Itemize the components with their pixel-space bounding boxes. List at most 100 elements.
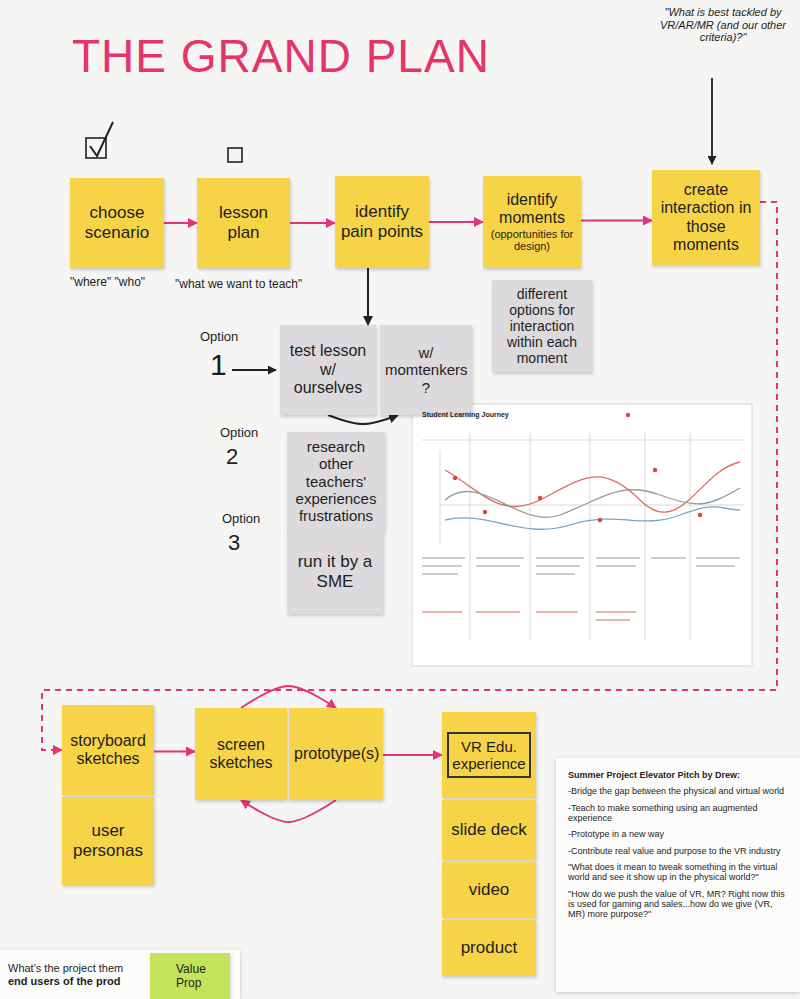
node-text: VR Edu. experience — [447, 732, 531, 779]
chart-dot — [698, 513, 702, 517]
slide-deck-sticky: slide deck — [442, 800, 536, 860]
node-subtext: -Teach to make something using an augmen… — [568, 803, 788, 824]
lesson-sticky: lesson plan — [197, 178, 290, 268]
chart-dot — [598, 518, 602, 522]
journey-curve — [445, 488, 740, 517]
handwritten-label: "where" "who" — [70, 276, 160, 290]
text-stroke — [476, 565, 520, 566]
handwritten-label: 3 — [228, 530, 250, 555]
prototype-sticky: prototype(s) — [289, 708, 383, 800]
node-text: choose scenario — [75, 203, 159, 242]
chart-column — [590, 432, 591, 640]
chart-column — [645, 432, 646, 640]
board-title: THE GRAND PLAN — [72, 30, 490, 83]
node-text: Summer Project Elevator Pitch by Drew: — [568, 770, 788, 780]
node-subtext: "How do we push the value of VR, MR? Rig… — [568, 889, 788, 920]
chart-dot — [653, 468, 657, 472]
label-wrap: 3 — [228, 530, 250, 555]
chart-axis — [440, 505, 744, 506]
node-subtext: "What does it mean to tweak something in… — [568, 862, 788, 883]
text-stroke — [536, 565, 580, 566]
label-wrap: "What is best tackled by VR/AR/MR (and o… — [652, 6, 794, 44]
screen-sketch-sticky: screen sketches — [195, 708, 287, 800]
text-stroke — [422, 565, 462, 566]
text-stroke — [476, 611, 520, 612]
journey-chart — [422, 432, 744, 640]
handwritten-label: Option — [200, 330, 260, 345]
arrow-connector — [383, 754, 442, 756]
dashed-connector — [42, 202, 777, 750]
storyboard-sticky: storyboard sketches — [62, 705, 154, 795]
node-subtext: -Prototype in a new way — [568, 829, 788, 839]
arrow-connector — [328, 415, 398, 424]
text-stroke — [651, 557, 686, 558]
text-stroke — [476, 557, 524, 558]
text-stroke — [422, 573, 458, 574]
node-text: identify pain points — [340, 202, 424, 241]
chart-title: Student Learning Journey — [422, 411, 582, 419]
research-note: research other teachers' experiences fru… — [287, 432, 385, 530]
value-prop-sticky: Value Prop — [150, 953, 230, 999]
chart-dot — [626, 413, 630, 417]
sme-note: run it by a SME — [287, 530, 383, 614]
handwritten-label: Option — [222, 512, 282, 527]
arrow-connector — [241, 800, 336, 822]
theme-paper: What's the project themend users of the … — [0, 950, 240, 999]
handwritten-label: 2 — [226, 444, 248, 469]
node-text: research other teachers' experiences fru… — [292, 438, 380, 524]
product-sticky: product — [442, 920, 536, 976]
arrow-connector — [429, 221, 483, 223]
options-note: different options for interaction within… — [492, 280, 592, 372]
label-wrap: 2 — [226, 444, 248, 469]
node-text: identify moments — [488, 191, 576, 228]
text-stroke — [536, 611, 578, 612]
label-wrap: Option — [200, 330, 260, 345]
node-subtext: -Bridge the gap between the physical and… — [568, 786, 788, 796]
node-text: user personas — [67, 821, 149, 860]
node-text: w/ momtenkers ? — [385, 344, 467, 396]
pain-points-sticky: identify pain points — [335, 176, 429, 268]
check-mark — [90, 122, 113, 156]
chart-dot — [483, 510, 487, 514]
chart-paper — [412, 404, 752, 666]
journey-curve — [445, 507, 740, 530]
text-stroke — [536, 557, 584, 558]
momtinkers-note: w/ momtenkers ? — [380, 325, 472, 415]
chart-axis — [440, 450, 441, 545]
node-text: prototype(s) — [294, 745, 378, 763]
personas-sticky: user personas — [62, 797, 154, 885]
text-stroke — [596, 611, 636, 612]
label-wrap: "where" "who" — [70, 276, 160, 290]
label-wrap: Option — [222, 512, 282, 527]
chart-column — [690, 432, 691, 640]
label-wrap: "what we want to teach" — [175, 278, 325, 292]
experience-sticky: VR Edu. experience — [442, 712, 536, 798]
handwritten-label: Option — [220, 426, 280, 441]
node-subtext: (opportunities for design) — [488, 228, 576, 253]
chart-dot — [538, 496, 542, 500]
test-lesson-note: test lesson w/ ourselves — [280, 325, 376, 415]
text-stroke — [536, 573, 575, 574]
chart-dot — [453, 476, 457, 480]
leader-arrow — [711, 78, 713, 164]
video-sticky: video — [442, 862, 536, 918]
checkbox — [228, 148, 242, 162]
handwritten-label: "what we want to teach" — [175, 278, 325, 292]
title-wrap: THE GRAND PLAN — [72, 30, 490, 83]
arrow-connector — [241, 686, 336, 708]
node-subtext: -Contribute real value and purpose to th… — [568, 846, 788, 856]
node-text: screen sketches — [200, 736, 282, 773]
interaction-sticky: create interaction in those moments — [652, 170, 760, 265]
text-stroke — [696, 557, 740, 558]
text-stroke — [422, 557, 465, 558]
text-stroke — [422, 611, 462, 612]
handwritten-label: 1 — [210, 348, 232, 383]
arrow-connector — [164, 222, 197, 224]
journey-curve — [445, 462, 740, 512]
arrow-connector — [581, 220, 652, 222]
node-text: create interaction in those moments — [657, 181, 755, 255]
leader-arrow — [232, 369, 276, 371]
arrow-connector — [290, 222, 335, 224]
node-text: video — [447, 880, 531, 900]
node-text: slide deck — [447, 820, 531, 840]
